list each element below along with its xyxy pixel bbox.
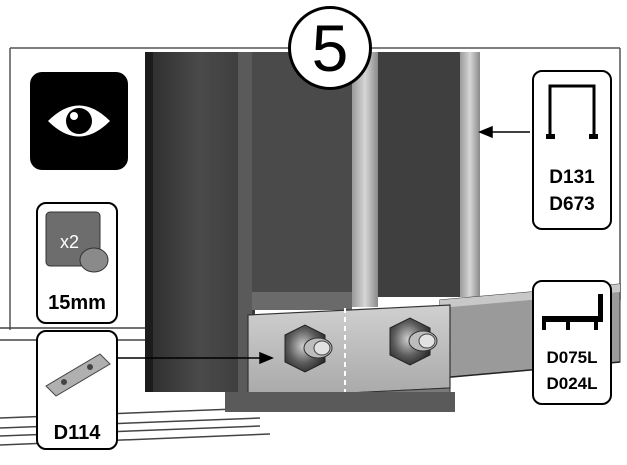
bracket-code-1: D075L	[546, 348, 598, 367]
bolt-icon	[45, 211, 109, 273]
bolt-quantity: x2	[60, 232, 80, 252]
bracket-part-callout: D075L D024L	[532, 280, 612, 405]
channel-code-1: D131	[549, 167, 595, 188]
plate-code: D114	[53, 422, 101, 444]
bolt-size: 15mm	[48, 292, 106, 314]
vertical-post	[145, 52, 480, 392]
plate-part-callout: D114	[36, 330, 118, 450]
bracket-profile-icon	[542, 294, 603, 330]
frame-lines	[9, 47, 621, 330]
bolt-left	[284, 324, 333, 373]
bolt-right	[389, 317, 438, 366]
channel-part-callout: D131 D673	[532, 70, 612, 230]
eye-icon	[30, 72, 128, 170]
bolt-part-callout: x2 15mm	[36, 202, 118, 324]
leader-arrows	[118, 125, 530, 365]
bracket-code-2: D024L	[546, 374, 598, 393]
step-number: 5	[288, 6, 372, 90]
channel-profile-icon	[546, 84, 598, 139]
channel-code-2: D673	[549, 194, 595, 215]
plate-icon	[45, 353, 111, 397]
